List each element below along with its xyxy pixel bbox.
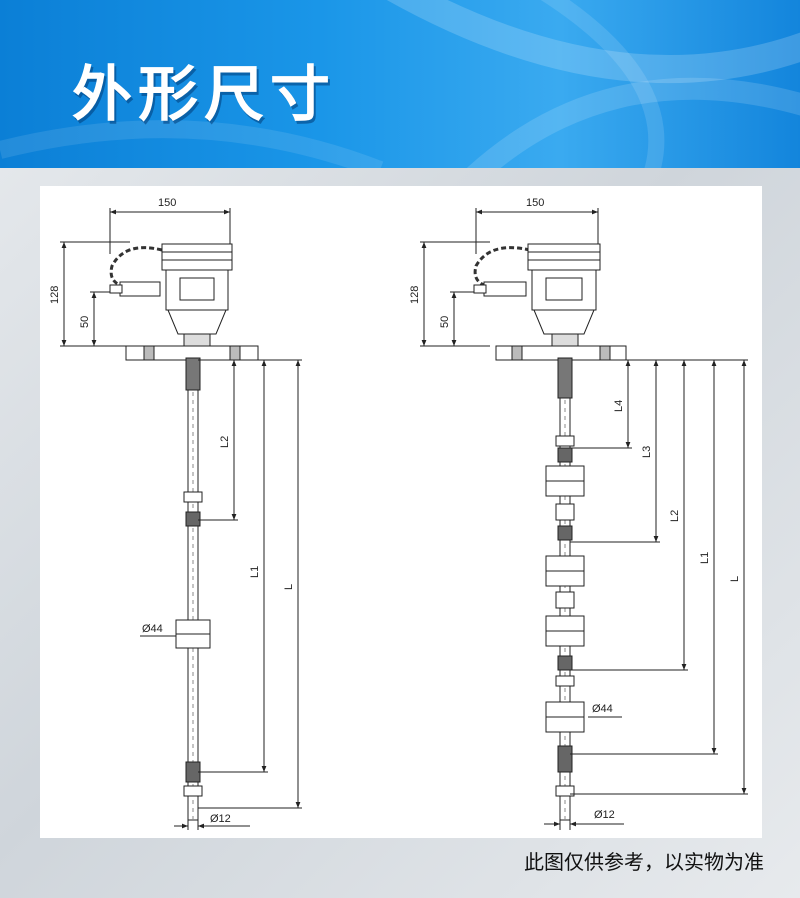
left-dimension-labels: 150 128 50 L2 L1 L Ø44 Ø12 xyxy=(49,197,295,825)
disclaimer-caption: 此图仅供参考，以实物为准 xyxy=(524,850,764,874)
left-level-switch-drawing xyxy=(60,208,302,830)
technical-drawing: 150 128 50 L2 L1 L Ø44 Ø12 xyxy=(49,197,748,830)
right-dim-head: 50 xyxy=(439,316,451,328)
right-dim-rod-diameter: Ø12 xyxy=(594,809,615,821)
left-dim-rod-diameter: Ø12 xyxy=(210,813,231,825)
banner-swirl-decoration xyxy=(0,0,800,168)
left-dim-width: 150 xyxy=(158,197,176,209)
right-dim-width: 150 xyxy=(526,197,544,209)
right-dim-float-diameter: Ø44 xyxy=(592,703,613,715)
left-dim-height: 128 xyxy=(49,286,61,304)
left-dim-l1: L1 xyxy=(249,566,261,578)
page-title: 外形尺寸 xyxy=(72,60,336,130)
right-dim-l3: L3 xyxy=(641,446,653,458)
left-dim-float-diameter: Ø44 xyxy=(142,623,163,635)
right-dim-l4: L4 xyxy=(613,400,625,412)
right-dim-l2: L2 xyxy=(669,510,681,522)
right-level-switch-drawing xyxy=(420,208,748,830)
left-dim-l2: L2 xyxy=(219,436,231,448)
right-dim-l: L xyxy=(729,576,741,582)
header-banner: 外形尺寸 xyxy=(0,0,800,168)
left-dim-head: 50 xyxy=(79,316,91,328)
left-dim-l: L xyxy=(283,584,295,590)
right-dim-height: 128 xyxy=(409,286,421,304)
right-dim-l1: L1 xyxy=(699,552,711,564)
right-dimension-labels: 150 128 50 L4 L3 L2 L1 L Ø44 Ø12 xyxy=(409,197,741,821)
drawing-panel: 150 128 50 L2 L1 L Ø44 Ø12 xyxy=(40,186,762,838)
